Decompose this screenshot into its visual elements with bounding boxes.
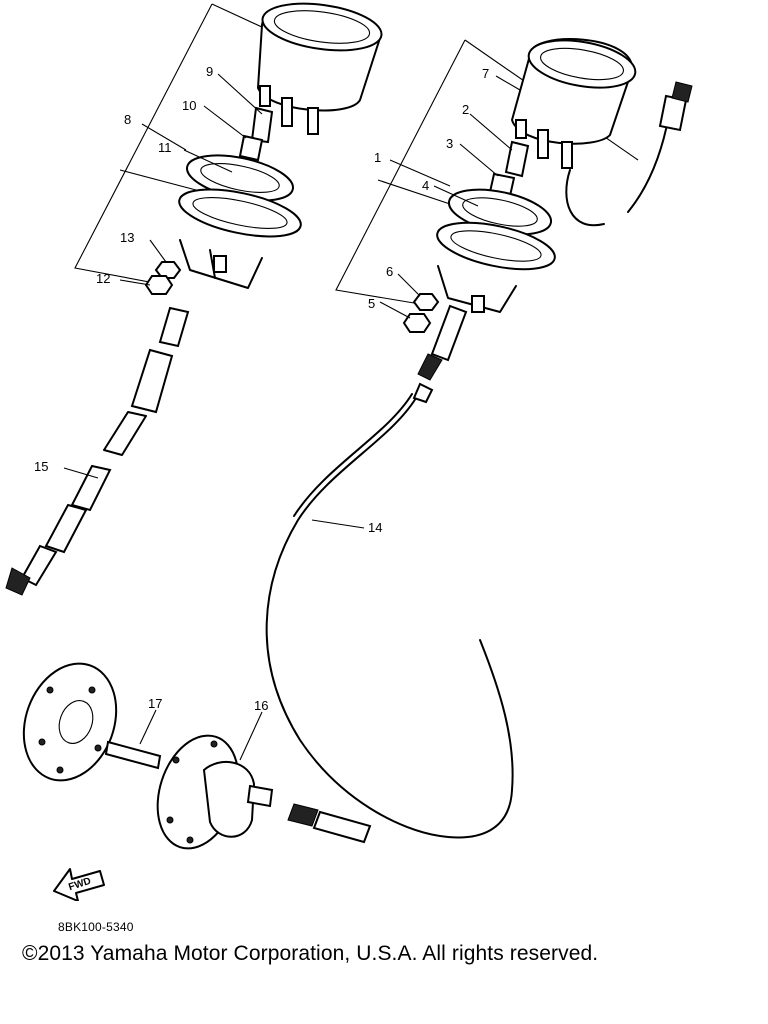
right-meter-assembly: [335, 38, 693, 381]
callout-15: 15: [34, 459, 48, 474]
callout-11: 11: [158, 140, 172, 155]
callout-14: 14: [368, 520, 382, 535]
callout-16: 16: [254, 698, 268, 713]
callout-2: 2: [462, 102, 469, 117]
callout-10: 10: [182, 98, 196, 113]
left-meter-assembly: [5, 2, 383, 596]
speedometer-cable: [265, 397, 514, 839]
leader-lines: [63, 73, 521, 761]
callout-numbers: 1 2 3 4 5 6 7 8 9 10 11 12 13 14 15 16 1…: [34, 64, 489, 713]
diagram-code: 8BK100-5340: [58, 920, 134, 934]
callout-4: 4: [422, 178, 429, 193]
callout-8: 8: [124, 112, 131, 127]
drive-gear-unit: [22, 662, 372, 850]
copyright-notice: ©2013 Yamaha Motor Corporation, U.S.A. A…: [22, 942, 599, 965]
callout-1: 1: [374, 150, 381, 165]
callout-5: 5: [368, 296, 375, 311]
callout-13: 13: [120, 230, 134, 245]
callout-12: 12: [96, 271, 110, 286]
callout-6: 6: [386, 264, 393, 279]
callout-3: 3: [446, 136, 453, 151]
callout-9: 9: [206, 64, 213, 79]
callout-17: 17: [148, 696, 162, 711]
forward-arrow-icon: FWD: [53, 868, 105, 901]
callout-7: 7: [482, 66, 489, 81]
